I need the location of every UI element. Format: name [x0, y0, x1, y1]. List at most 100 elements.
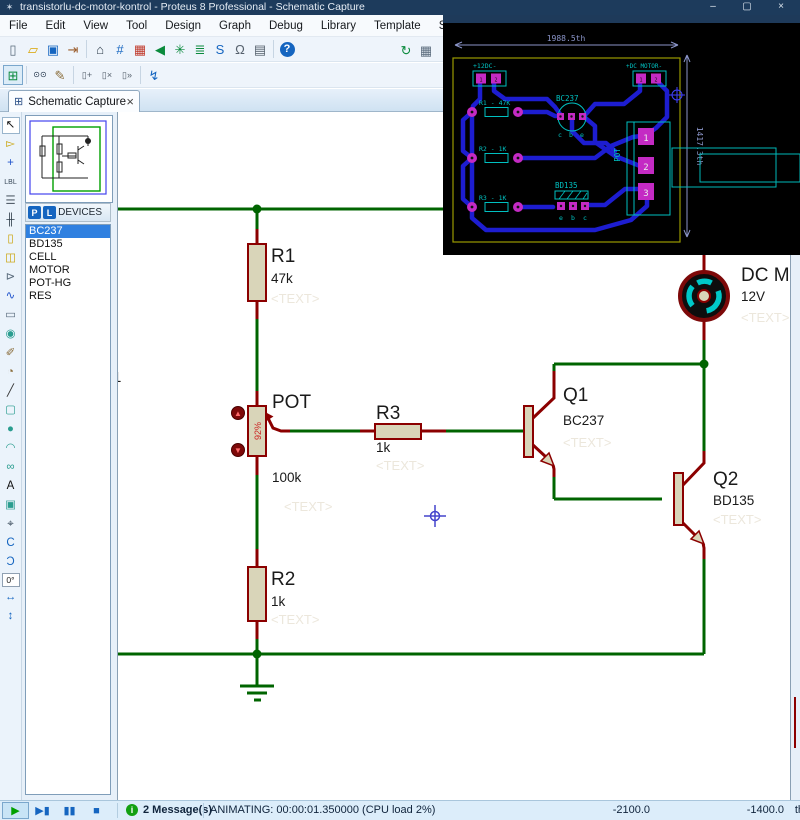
- electrical-rule-check-button[interactable]: ↯: [144, 65, 164, 85]
- motor-value-label: 12V: [741, 289, 765, 304]
- mirror-horizontal-icon[interactable]: ↔: [2, 589, 20, 606]
- r3-resistor[interactable]: [375, 424, 421, 439]
- menu-design[interactable]: Design: [156, 16, 210, 36]
- property-assignment-tool-button[interactable]: ✎: [50, 65, 70, 85]
- menu-edit[interactable]: Edit: [37, 16, 75, 36]
- motor-ref-label: DC MOTOR: [741, 265, 790, 286]
- menu-debug[interactable]: Debug: [260, 16, 312, 36]
- step-button[interactable]: ▶▮: [29, 802, 56, 819]
- symbol-tool-icon[interactable]: ▣: [2, 497, 20, 514]
- library-button[interactable]: L: [43, 206, 56, 219]
- gerber-viewer-page-icon: ◀: [155, 43, 165, 56]
- window-maximize-button[interactable]: ▢: [730, 0, 764, 15]
- wires[interactable]: [118, 209, 704, 686]
- dc-motor[interactable]: [680, 272, 728, 320]
- line-tool-icon[interactable]: ╱: [2, 383, 20, 400]
- wire-label-mode-icon[interactable]: LBL: [2, 174, 20, 191]
- rotate-ccw-icon[interactable]: Ɔ: [2, 554, 20, 571]
- device-item-bd135[interactable]: BD135: [26, 238, 110, 251]
- circle-tool-icon[interactable]: ●: [2, 421, 20, 438]
- design-explorer-page-button[interactable]: ✳: [170, 39, 190, 59]
- junction-dot-mode-icon[interactable]: +: [2, 155, 20, 172]
- device-pins-mode-icon[interactable]: ◫: [2, 250, 20, 267]
- pick-devices-button[interactable]: P: [28, 206, 41, 219]
- r1-resistor[interactable]: [248, 244, 266, 301]
- refresh-view-button[interactable]: ↻: [396, 40, 416, 60]
- window-minimize-button[interactable]: –: [696, 0, 730, 15]
- sheet-number-label: 1: [118, 369, 121, 386]
- ground-symbol[interactable]: [240, 686, 274, 700]
- gerber-viewer-page-button[interactable]: ◀: [150, 39, 170, 59]
- menu-view[interactable]: View: [74, 16, 117, 36]
- new-project-button[interactable]: ▯: [3, 39, 23, 59]
- generator-mode-icon[interactable]: ◉: [2, 326, 20, 343]
- schematic-capture-tool-button[interactable]: ⊞: [3, 65, 23, 85]
- q2-transistor[interactable]: [674, 473, 683, 525]
- schematic-capture-page-button[interactable]: #: [110, 39, 130, 59]
- graph-mode-icon[interactable]: ∿: [2, 288, 20, 305]
- selection-tool-icon[interactable]: ↖: [2, 117, 20, 134]
- bus-mode-icon[interactable]: ╫: [2, 212, 20, 229]
- stop-button[interactable]: ■: [83, 802, 110, 819]
- menu-graph[interactable]: Graph: [210, 16, 260, 36]
- device-item-bc237[interactable]: BC237: [26, 225, 110, 238]
- tape-recorder-mode-icon[interactable]: ▭: [2, 307, 20, 324]
- menu-tool[interactable]: Tool: [117, 16, 156, 36]
- import-project-button[interactable]: ⇥: [63, 39, 83, 59]
- find-component-button[interactable]: ⊙⊙: [30, 65, 50, 85]
- toolbar-separator: [140, 66, 141, 84]
- home-page-button[interactable]: ⌂: [90, 39, 110, 59]
- rotate-cw-icon[interactable]: C: [2, 535, 20, 552]
- report-page-button[interactable]: ▤: [250, 39, 270, 59]
- bom-page-button[interactable]: ≣: [190, 39, 210, 59]
- potentiometer[interactable]: ▲ ▼ 92%: [232, 406, 267, 457]
- svg-text:R1 - 47K: R1 - 47K: [479, 99, 510, 107]
- device-item-motor[interactable]: MOTOR: [26, 264, 110, 277]
- menu-file[interactable]: File: [0, 16, 37, 36]
- rotate-angle-field[interactable]: 0°: [2, 573, 20, 587]
- help-icon: ?: [280, 42, 295, 57]
- pcb-layout-page-button[interactable]: ▦: [130, 39, 150, 59]
- new-sheet-button[interactable]: ▯+: [77, 65, 97, 85]
- new-sheet-icon: ▯+: [82, 71, 92, 80]
- svg-text:<TEXT>: <TEXT>: [713, 512, 761, 527]
- text-script-mode-icon[interactable]: ☰: [2, 193, 20, 210]
- measurements-page-button[interactable]: Ω: [230, 39, 250, 59]
- voltage-probe-mode-icon[interactable]: ✐: [2, 345, 20, 362]
- svg-text:+12DC-: +12DC-: [473, 62, 496, 70]
- remove-sheet-button[interactable]: ▯×: [97, 65, 117, 85]
- menu-library[interactable]: Library: [312, 16, 365, 36]
- message-count[interactable]: 2 Message(s): [143, 804, 212, 816]
- goto-sheet-button[interactable]: ▯»: [117, 65, 137, 85]
- tab-schematic-capture[interactable]: ⊞ Schematic Capture ×: [8, 90, 140, 112]
- box-tool-icon[interactable]: ▢: [2, 402, 20, 419]
- terminal-mode-icon[interactable]: ⊳: [2, 269, 20, 286]
- open-project-button[interactable]: ▱: [23, 39, 43, 59]
- device-item-cell[interactable]: CELL: [26, 251, 110, 264]
- current-probe-mode-icon[interactable]: ◔: [2, 364, 20, 381]
- window-close-button[interactable]: ×: [764, 0, 798, 15]
- device-item-pot-hg[interactable]: POT-HG: [26, 277, 110, 290]
- component-mode-icon[interactable]: ▻: [2, 136, 20, 153]
- source-code-page-icon: S: [216, 43, 225, 56]
- arc-tool-icon[interactable]: ◠: [2, 440, 20, 457]
- r2-resistor[interactable]: [248, 567, 266, 621]
- pause-button[interactable]: ▮▮: [56, 802, 83, 819]
- marker-tool-icon[interactable]: ⌖: [2, 516, 20, 533]
- coordinate-units: th: [795, 804, 800, 816]
- text-tool-icon[interactable]: A: [2, 478, 20, 495]
- source-code-page-button[interactable]: S: [210, 39, 230, 59]
- toggle-grid-button[interactable]: ▦: [416, 40, 436, 60]
- mirror-vertical-icon[interactable]: ↕: [2, 608, 20, 625]
- play-button[interactable]: ▶: [2, 802, 29, 819]
- help-button[interactable]: ?: [277, 39, 297, 59]
- q1-transistor[interactable]: [524, 406, 533, 457]
- menu-template[interactable]: Template: [365, 16, 430, 36]
- device-item-res[interactable]: RES: [26, 290, 110, 303]
- overview-minimap[interactable]: [25, 115, 113, 203]
- tab-close-icon[interactable]: ×: [126, 95, 134, 108]
- path-tool-icon[interactable]: ∞: [2, 459, 20, 476]
- subcircuit-mode-icon[interactable]: ▯: [2, 231, 20, 248]
- save-project-button[interactable]: ▣: [43, 39, 63, 59]
